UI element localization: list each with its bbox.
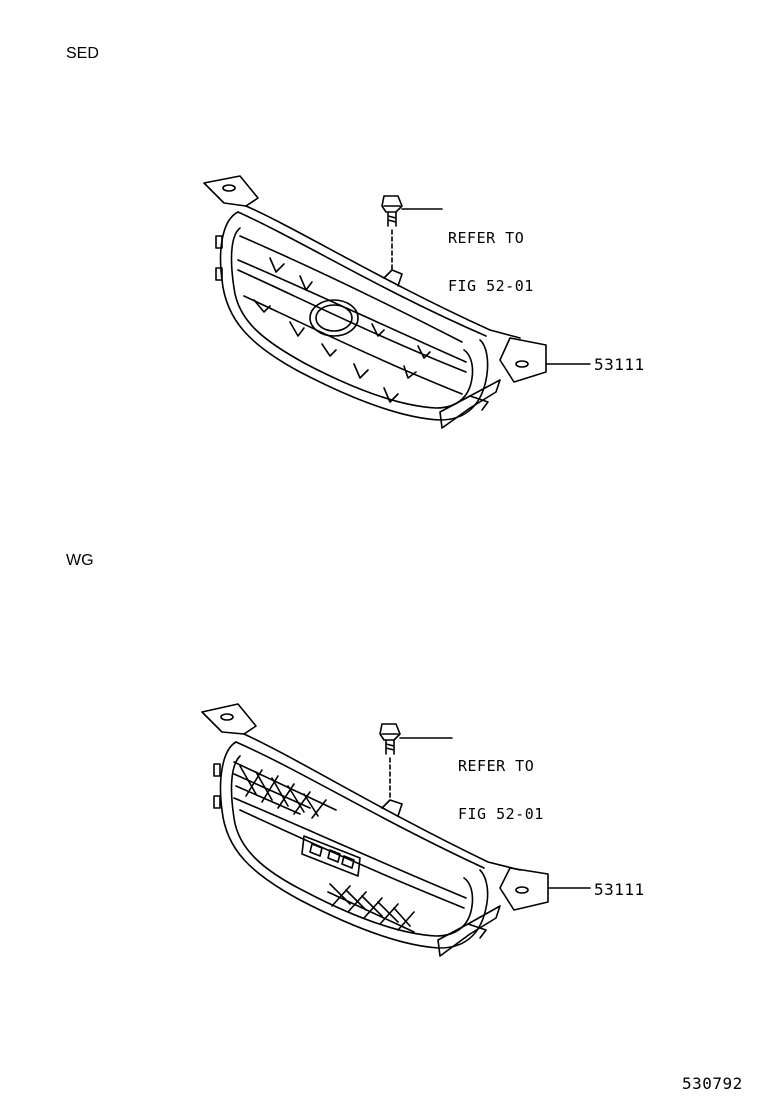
- sed-callout-line1: REFER TO: [448, 229, 525, 247]
- sed-clip-fastener: [381, 195, 403, 271]
- sed-refer-to-callout: REFER TO FIG 52-01: [448, 198, 534, 310]
- wg-part-number: 53111: [594, 880, 645, 899]
- sed-leader-lines: [401, 208, 591, 365]
- variant-label-wg: WG: [66, 552, 94, 569]
- wg-refer-to-callout: REFER TO FIG 52-01: [458, 726, 544, 838]
- wg-radiator-grille: [201, 703, 549, 957]
- wg-callout-line1: REFER TO: [458, 757, 535, 775]
- sed-part-number: 53111: [594, 355, 645, 374]
- figure-number: 530792: [682, 1074, 743, 1093]
- wg-callout-line2: FIG 52-01: [458, 805, 544, 823]
- sed-radiator-grille: [203, 175, 547, 429]
- wg-clip-fastener: [379, 723, 401, 799]
- variant-label-sed: SED: [66, 45, 99, 62]
- wg-leader-lines: [399, 737, 591, 889]
- sed-callout-line2: FIG 52-01: [448, 277, 534, 295]
